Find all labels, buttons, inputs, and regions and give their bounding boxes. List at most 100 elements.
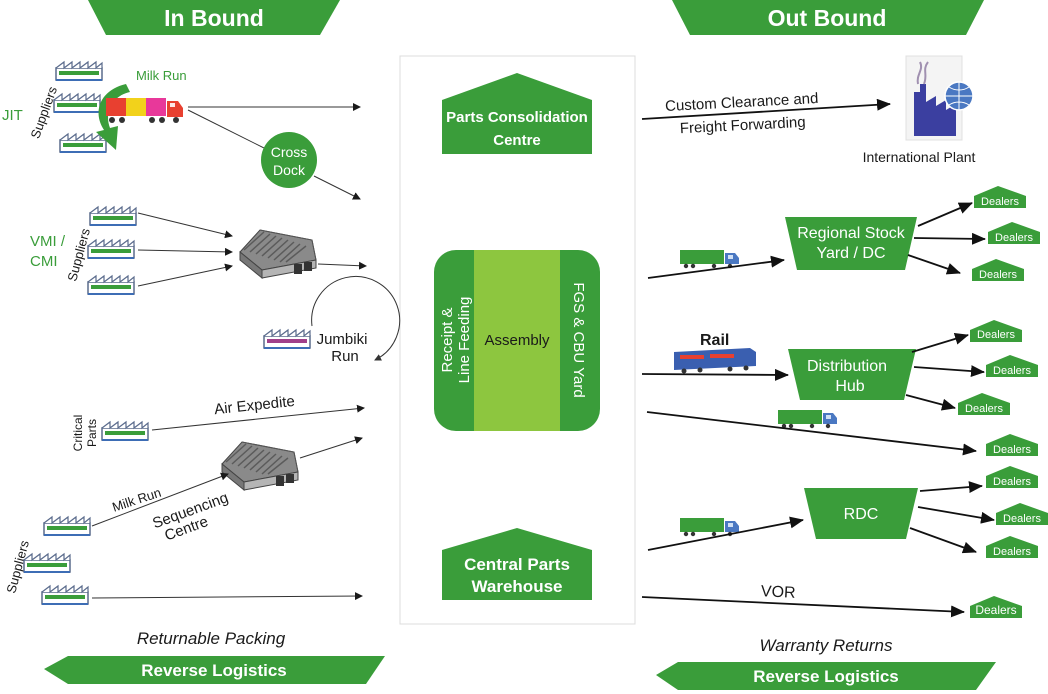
dealer-label: Dealers xyxy=(965,403,1003,415)
distribution-hub-arrow xyxy=(641,368,789,381)
dealer-arrow xyxy=(919,481,983,494)
dealer-label: Dealers xyxy=(993,365,1031,377)
receipt-line1: Receipt & xyxy=(439,307,456,372)
vmi-cmi-line1: VMI / xyxy=(30,233,66,250)
factory-icon xyxy=(87,239,135,260)
vmi-arrow xyxy=(137,263,233,287)
dealer-badge: Dealers xyxy=(958,393,1010,415)
inbound-reverse-logistics: Reverse Logistics xyxy=(141,661,287,680)
assembly-label: Assembly xyxy=(484,332,550,349)
dealer-label: Dealers xyxy=(979,269,1017,281)
dealer-arrow xyxy=(917,202,973,227)
central-parts-warehouse: Central Parts Warehouse xyxy=(442,528,592,600)
dealer-badge: Dealers xyxy=(986,434,1038,456)
factory-icon xyxy=(23,553,71,574)
cross-dock-line1: Cross xyxy=(271,144,308,160)
dealer-badge: Dealers xyxy=(988,222,1040,244)
international-plant-icon xyxy=(905,55,974,141)
dealer-label: Dealers xyxy=(981,196,1019,208)
air-expedite-label: Air Expedite xyxy=(213,393,295,418)
factory-icon xyxy=(263,329,311,350)
dealer-badge: Dealers xyxy=(996,503,1048,525)
vmi-warehouse-arrow xyxy=(317,261,367,270)
inbound-header-banner: In Bound xyxy=(88,0,340,35)
receipt-line2: Line Feeding xyxy=(456,297,473,384)
dealer-arrow xyxy=(911,333,969,353)
dealer-label: Dealers xyxy=(993,546,1031,558)
parts-consolidation-centre: Parts Consolidation Centre xyxy=(442,73,592,154)
dealer-arrow xyxy=(909,527,977,554)
outbound-header-banner: Out Bound xyxy=(672,0,984,35)
dealer-badge: Dealers xyxy=(970,320,1022,342)
dealer-label: Dealers xyxy=(995,232,1033,244)
dealer-arrow xyxy=(905,394,956,411)
dealer-arrow xyxy=(907,254,961,275)
dealer-badge: Dealers xyxy=(970,596,1022,618)
vmi-cmi-line2: CMI xyxy=(30,253,58,270)
factory-icon xyxy=(89,206,137,227)
crossdock-arrow xyxy=(313,175,361,200)
outbound-reverse-logistics: Reverse Logistics xyxy=(753,667,899,686)
distribution-hub: Distribution Hub xyxy=(788,349,916,400)
dealer-badge: Dealers xyxy=(986,355,1038,377)
vor-label: VOR xyxy=(760,583,796,602)
cross-dock: Cross Dock xyxy=(261,132,317,188)
returnable-packing-label: Returnable Packing xyxy=(137,629,286,648)
factory-icon xyxy=(53,93,101,114)
custom-clearance-line2: Freight Forwarding xyxy=(679,114,806,138)
dealer-arrow xyxy=(917,506,995,524)
dealer-badge: Dealers xyxy=(986,536,1038,558)
truck-icon xyxy=(778,410,837,429)
rail-label: Rail xyxy=(700,332,729,349)
dealer-label: Dealers xyxy=(993,476,1031,488)
air-expedite-arrow xyxy=(151,404,365,431)
factory-icon xyxy=(41,585,89,606)
regional-stock-line2: Yard / DC xyxy=(816,245,885,262)
rdc-arrow xyxy=(647,516,804,551)
distribution-hub-line2: Hub xyxy=(835,378,864,395)
regional-stock-line1: Regional Stock xyxy=(797,225,906,242)
inbound-title: In Bound xyxy=(164,5,264,31)
central-parts-line2: Warehouse xyxy=(471,577,562,596)
factory-icon xyxy=(43,516,91,537)
outbound-title: Out Bound xyxy=(768,5,887,31)
factory-icon xyxy=(55,61,103,82)
international-plant-label: International Plant xyxy=(863,149,976,165)
vor-arrow xyxy=(641,596,965,618)
factory-icon xyxy=(87,275,135,296)
milk-run-truck-icon xyxy=(106,98,183,123)
jit-arrow-to-crossdock xyxy=(187,109,269,151)
vmi-arrow xyxy=(137,247,233,256)
jit-label: JIT xyxy=(2,107,23,124)
distribution-hub-line1: Distribution xyxy=(807,358,887,375)
dealer-badge: Dealers xyxy=(986,466,1038,488)
parts-consolidation-line2: Centre xyxy=(493,132,541,149)
jumbiki-line2: Run xyxy=(331,348,359,365)
regional-stock-yard: Regional Stock Yard / DC xyxy=(785,217,917,270)
rdc: RDC xyxy=(804,488,918,539)
milk-run-top-label: Milk Run xyxy=(136,68,187,83)
milk-run-bottom-label: Milk Run xyxy=(110,485,163,515)
factory-icon xyxy=(59,133,107,154)
dealer-badge: Dealers xyxy=(974,186,1026,208)
dealer-badge: Dealers xyxy=(972,259,1024,281)
sequencing-arrow xyxy=(299,436,363,459)
jumbiki-loop-arrow xyxy=(311,276,401,361)
critical-parts-line2: Parts xyxy=(85,419,99,447)
truck-icon xyxy=(680,250,739,269)
factory-icon xyxy=(101,421,149,442)
central-parts-line1: Central Parts xyxy=(464,555,570,574)
inbound-reverse-logistics-banner: Reverse Logistics xyxy=(44,656,385,684)
critical-parts-line1: Critical xyxy=(71,415,85,452)
dealer-label: Dealers xyxy=(1003,513,1041,525)
dealer-arrow xyxy=(913,232,986,245)
warranty-returns-label: Warranty Returns xyxy=(760,636,893,655)
regional-stock-arrow xyxy=(647,255,785,279)
custom-clearance-line1: Custom Clearance and xyxy=(665,90,819,115)
suppliers-bottom-arrow xyxy=(91,592,363,601)
dealer-label: Dealers xyxy=(993,444,1031,456)
fgs-cbu-yard: FGS & CBU Yard xyxy=(570,282,587,397)
assembly-block: Assembly Receipt & Line Feeding FGS & CB… xyxy=(434,250,600,431)
milk-run-loop-arrow-icon xyxy=(96,84,130,150)
